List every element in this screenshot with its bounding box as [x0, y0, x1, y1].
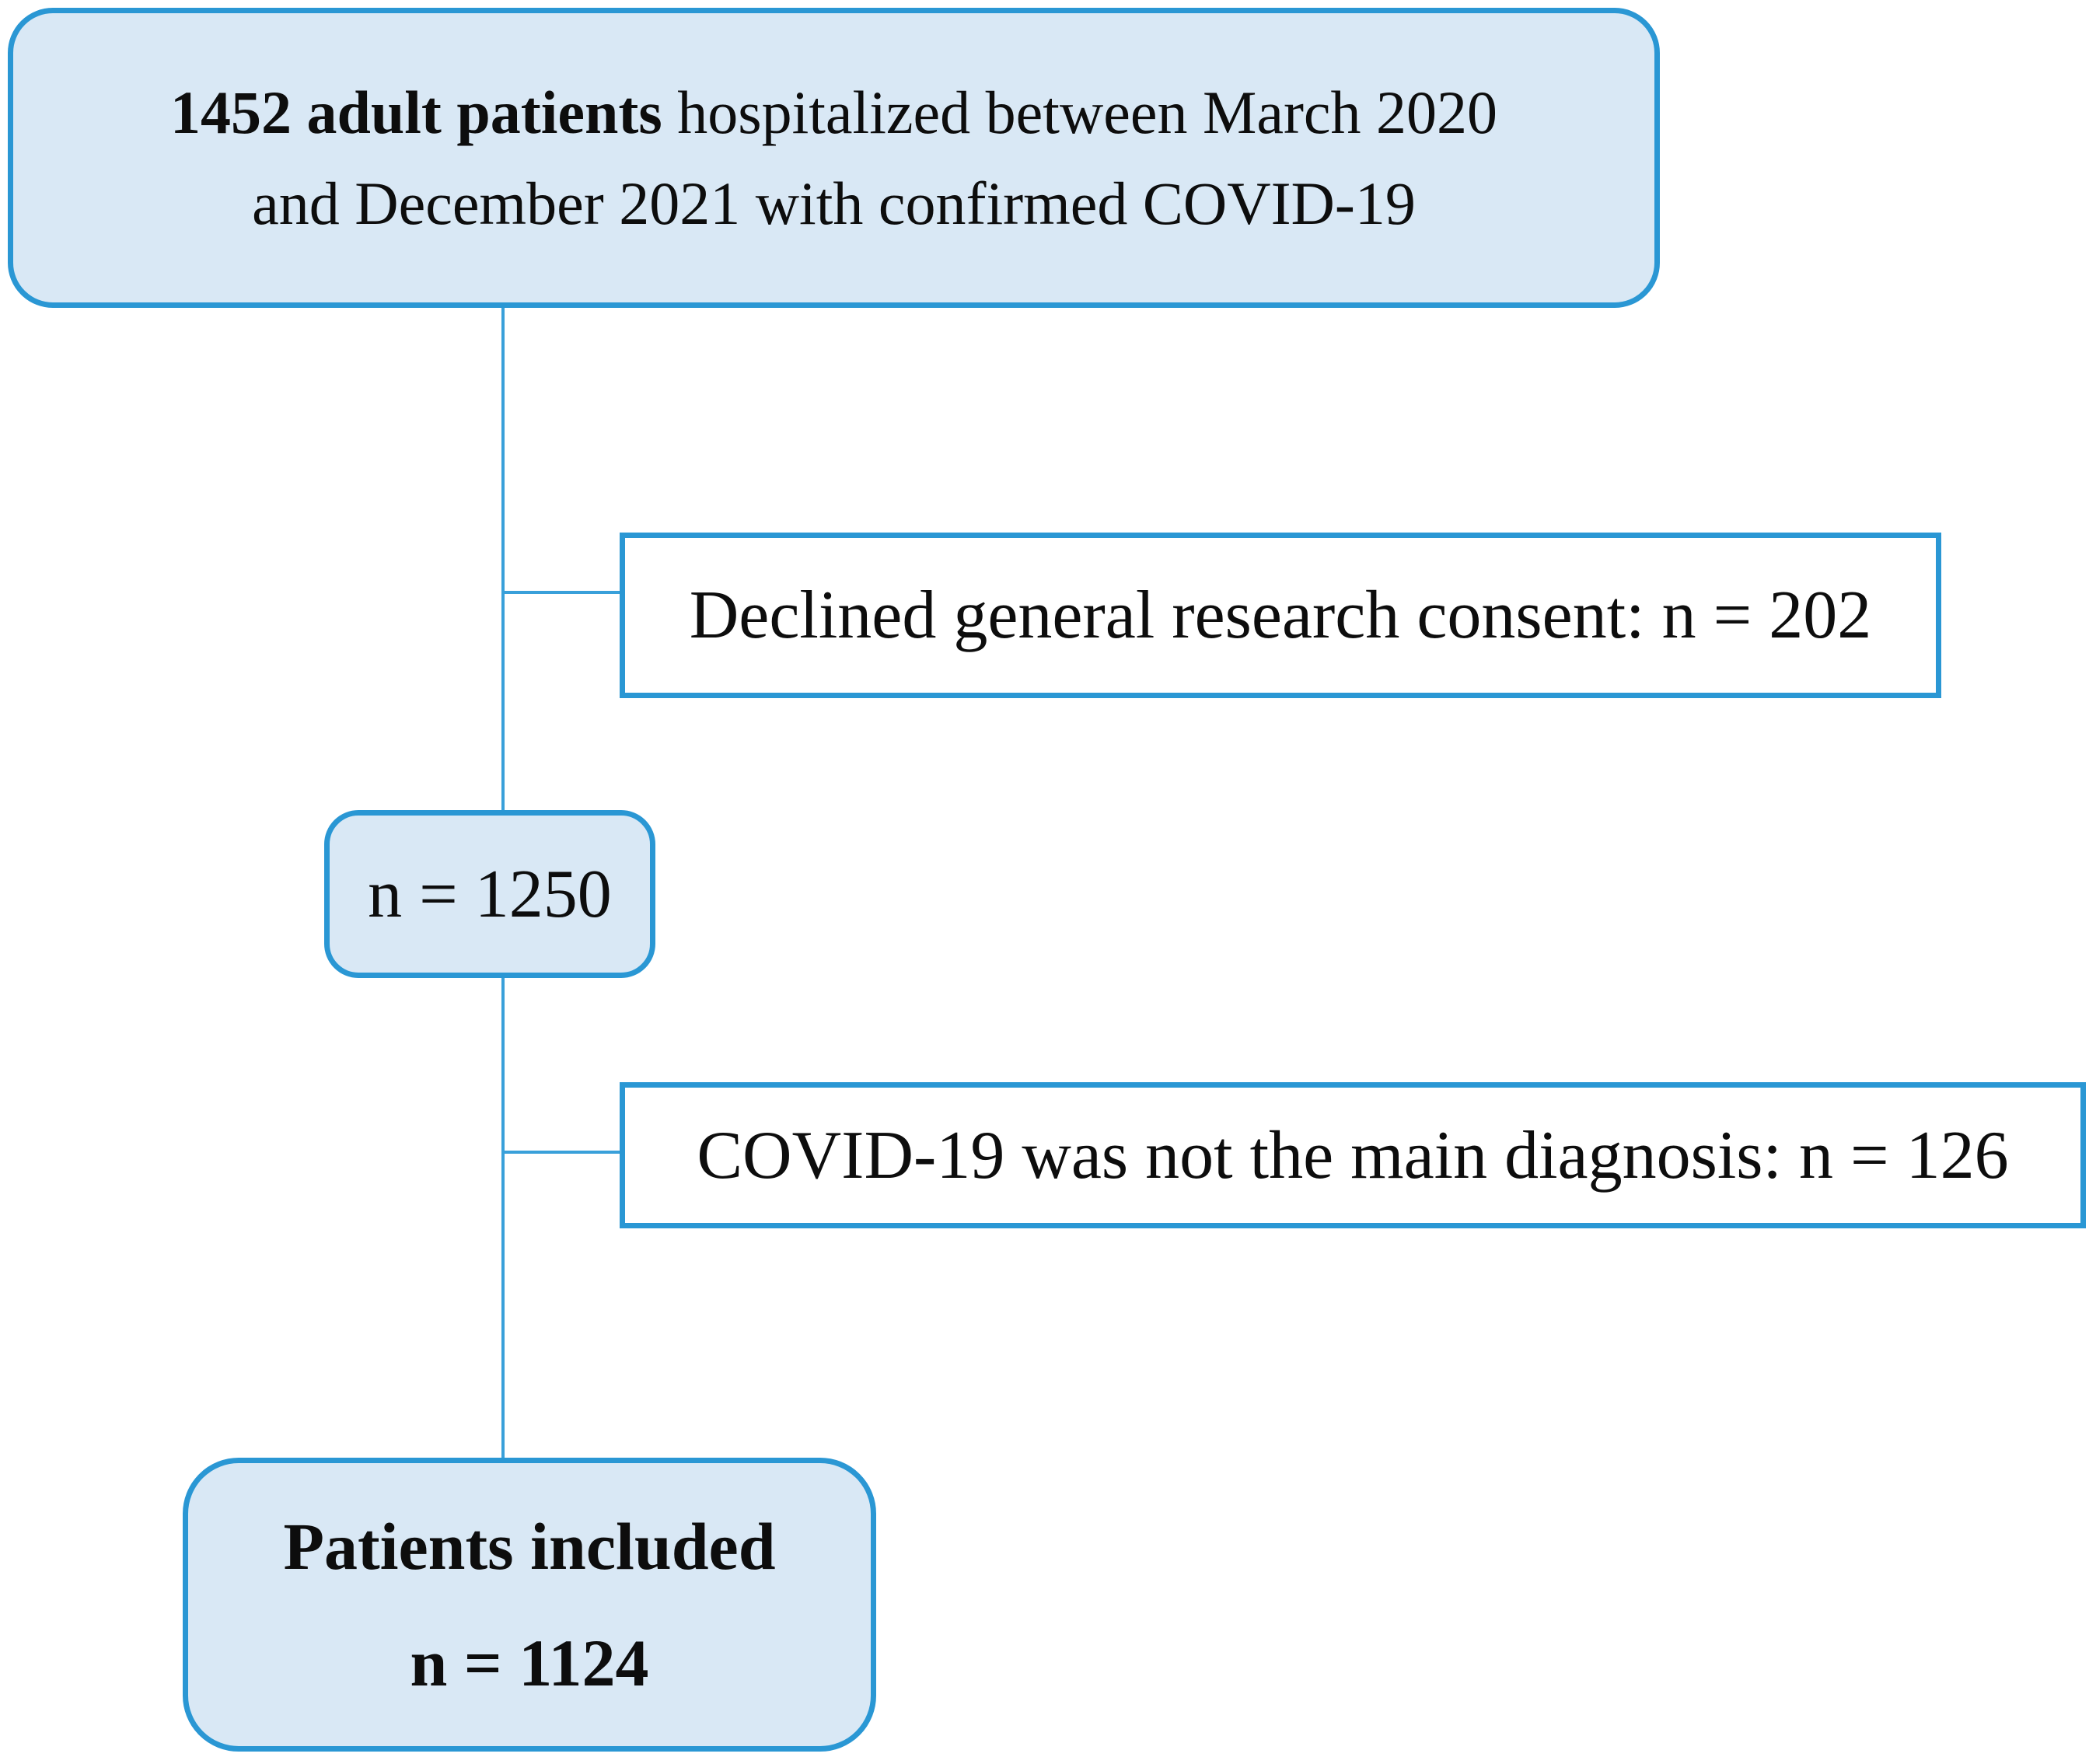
included-line-2: n = 1124 — [410, 1626, 649, 1700]
source-line1-rest: hospitalized between March 2020 — [662, 79, 1498, 146]
source-count-bold: 1452 adult patients — [169, 79, 662, 146]
source-line-1: 1452 adult patients hospitalized between… — [170, 67, 1497, 158]
source-line-2: and December 2021 with confirmed COVID-1… — [252, 169, 1416, 237]
after-consent-box: n = 1250 — [324, 810, 655, 978]
branch-line-diagnosis-excluded — [501, 1151, 620, 1154]
branch-line-consent-excluded — [501, 591, 620, 594]
diagnosis-excluded-box: COVID-19 was not the main diagnosis: n =… — [620, 1082, 2086, 1228]
trunk-line-upper — [501, 308, 505, 810]
consent-excluded-label: Declined general research consent: n = 2… — [689, 578, 1872, 653]
patients-included-box: Patients included n = 1124 — [183, 1458, 876, 1752]
included-line-1: Patients included — [283, 1509, 776, 1584]
diagnosis-excluded-label: COVID-19 was not the main diagnosis: n =… — [697, 1117, 2009, 1193]
after-consent-label: n = 1250 — [368, 856, 612, 932]
source-population-box: 1452 adult patients hospitalized between… — [8, 8, 1660, 308]
consent-excluded-box: Declined general research consent: n = 2… — [620, 533, 1941, 698]
trunk-line-lower — [501, 978, 505, 1458]
